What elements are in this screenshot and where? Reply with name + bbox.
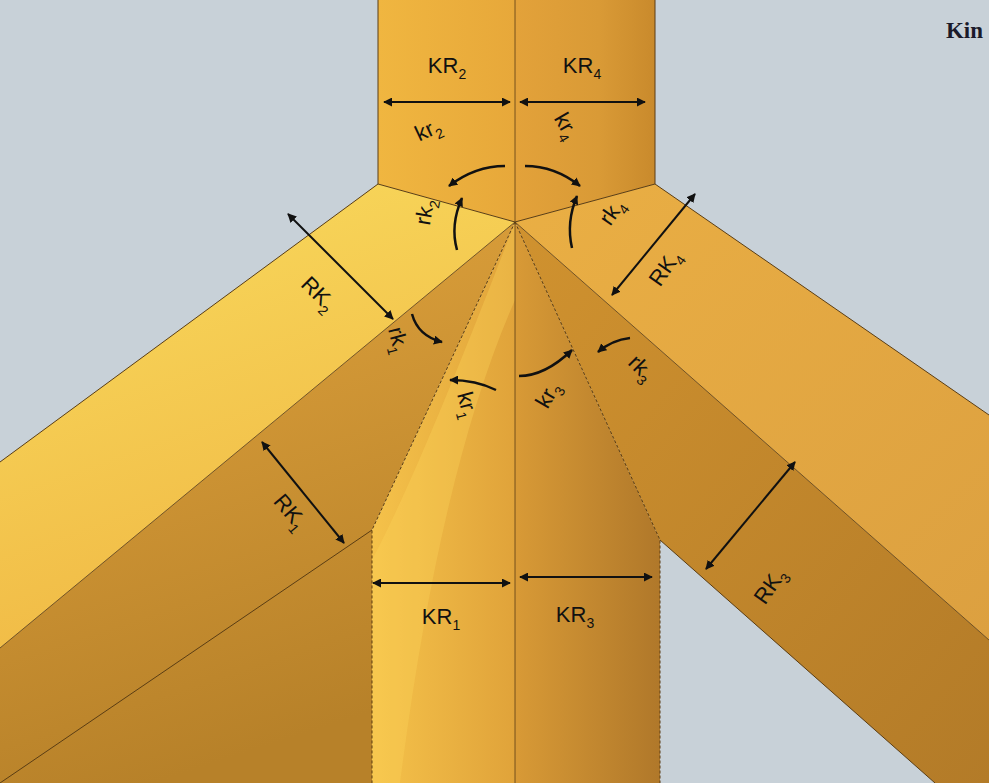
dimension-label: kr4: [550, 109, 582, 143]
label-subscript: 1: [452, 617, 460, 633]
tube-face: [515, 222, 989, 783]
seam-line: [378, 0, 655, 222]
dimension-arrow: [262, 442, 344, 543]
angle-arrow: [519, 350, 572, 376]
dimension-label: RK4: [645, 246, 685, 290]
angle-arrow: [525, 166, 580, 186]
angle-arrow: [449, 166, 505, 186]
seam-line: [515, 222, 660, 783]
tube-face: [372, 222, 515, 783]
dimension-label: RK3: [750, 564, 790, 608]
tube-face: [0, 222, 515, 783]
angle-arrow: [598, 338, 630, 352]
dimension-arrow: [384, 101, 510, 103]
dimension-label: kr2: [412, 115, 445, 146]
dimension-label: KR1: [422, 606, 460, 628]
seam-line: [0, 222, 515, 648]
label-subscript: 3: [586, 615, 594, 631]
heading: Kin: [946, 18, 983, 44]
dimension-label: KR2: [428, 55, 466, 77]
label-base: KR: [556, 602, 587, 627]
dimension-label: KR3: [556, 604, 594, 626]
seam-line: [515, 222, 989, 640]
dimension-arrow: [373, 582, 510, 584]
dimension-label: rk2: [412, 197, 438, 227]
dimension-arrow: [520, 576, 652, 578]
angle-arrows: [412, 166, 630, 390]
dimension-arrow: [520, 101, 645, 103]
dimension-label: kr1: [453, 390, 481, 421]
seam-line: [655, 184, 989, 415]
label-base: KR: [563, 53, 594, 78]
label-base: kr: [452, 389, 481, 413]
dimension-label: rk1: [384, 325, 412, 356]
angle-arrow: [412, 314, 442, 342]
label-subscript: 2: [458, 66, 466, 82]
label-base: KR: [428, 53, 459, 78]
label-base: RK: [268, 489, 307, 528]
tube-face: [515, 0, 655, 222]
angle-arrow: [454, 198, 462, 250]
seam-line: [515, 0, 516, 783]
label-base: rk: [383, 324, 412, 348]
dimension-arrow: [706, 462, 795, 569]
dimension-label: rk3: [624, 351, 658, 385]
seam-line: [0, 184, 378, 462]
dimension-label: kr3: [532, 378, 564, 412]
tube-highlight: [372, 222, 515, 783]
tube-face: [378, 0, 515, 222]
dimension-label: RK2: [297, 273, 340, 316]
seam-line: [660, 540, 935, 783]
angle-arrow: [570, 196, 577, 248]
dimension-label: KR4: [563, 55, 601, 77]
dimension-arrow: [612, 194, 695, 295]
dimension-label: RK1: [269, 490, 311, 534]
dimension-arrow: [288, 214, 393, 319]
angle-arrow: [450, 380, 496, 390]
seam-line: [0, 530, 372, 783]
label-subscript: 4: [593, 66, 601, 82]
seam-line: [372, 222, 515, 783]
dimension-label: rk4: [595, 195, 628, 229]
label-base: KR: [422, 604, 453, 629]
dimension-arrows: [262, 102, 795, 583]
